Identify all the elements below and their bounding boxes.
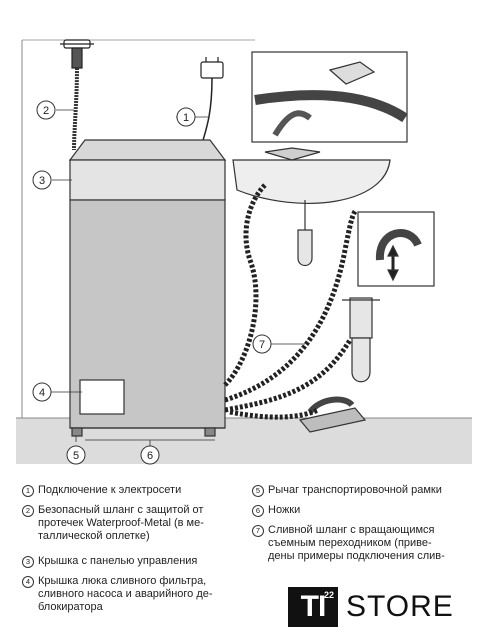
callout-7: 7 (252, 334, 272, 354)
power-cord (199, 77, 213, 151)
inset-swivel-adapter-detail (357, 211, 435, 287)
legend-item-7-number: 7 (252, 525, 264, 537)
logo-mark-box: TI 22 (288, 587, 338, 627)
washing-machine-installation-diagram: 1 2 3 4 5 6 7 (16, 39, 472, 465)
legend-item-1-number: 1 (22, 485, 34, 497)
callout-1-label: 1 (183, 112, 189, 124)
legend-item-2-number: 2 (22, 505, 34, 517)
callout-6-label: 6 (147, 450, 153, 462)
legend-item-4-number: 4 (22, 576, 34, 588)
power-plug (200, 57, 224, 79)
legend-item-4: 4 Крышка люка сливного фильтра, сливного… (22, 575, 237, 614)
legend-item-5-text: Рычаг транспортировочной рамки (268, 484, 442, 496)
legend-item-2: 2 Безопасный шланг с защитой от протечек… (22, 504, 237, 543)
legend-item-7-text: Сливной шланг с вращающимся съемным пере… (268, 524, 445, 562)
legend-item-6-number: 6 (252, 505, 264, 517)
logo-mark: TI (300, 590, 327, 623)
callout-5-label: 5 (73, 450, 79, 462)
callout-7-label: 7 (259, 339, 265, 351)
legend-item-5: 5 Рычаг транспортировочной рамки (252, 484, 484, 497)
drain-standpipe (342, 297, 380, 383)
legend: 1 Подключение к электросети 2 Безопасный… (0, 478, 490, 640)
callout-2-label: 2 (43, 105, 49, 117)
logo-word: STORE (346, 590, 454, 623)
inset-sink-hook-detail (251, 51, 408, 143)
legend-item-6: 6 Ножки (252, 504, 484, 517)
callout-leaders (48, 109, 305, 447)
drain-hoses (223, 183, 359, 420)
callout-4: 4 (32, 382, 52, 402)
legend-item-7: 7 Сливной шланг с вращающимся съемным пе… (252, 524, 484, 563)
callout-4-label: 4 (39, 387, 45, 399)
legend-item-6-text: Ножки (268, 504, 301, 516)
callout-5: 5 (66, 445, 86, 465)
legend-item-1: 1 Подключение к электросети (22, 484, 237, 497)
legend-item-3: 3 Крышка с панелью управления (22, 555, 237, 568)
legend-item-5-number: 5 (252, 485, 264, 497)
callout-3-label: 3 (39, 175, 45, 187)
ti22-store-logo: TI 22 STORE (288, 585, 464, 629)
water-tap (60, 39, 94, 69)
callout-1: 1 (176, 107, 196, 127)
callout-2: 2 (36, 100, 56, 120)
inlet-hose (72, 67, 79, 151)
legend-item-4-text: Крышка люка сливного фильтра, сливного н… (38, 575, 213, 613)
floor-drain (298, 396, 367, 433)
legend-item-3-text: Крышка с панелью управления (38, 555, 198, 567)
legend-item-1-text: Подключение к электросети (38, 484, 182, 496)
legend-item-2-text: Безопасный шланг с защитой от протечек W… (38, 504, 204, 542)
legend-item-3-number: 3 (22, 556, 34, 568)
washing-machine (68, 139, 227, 437)
logo-superscript: 22 (323, 590, 334, 600)
callout-3: 3 (32, 170, 52, 190)
callout-6: 6 (140, 445, 160, 465)
